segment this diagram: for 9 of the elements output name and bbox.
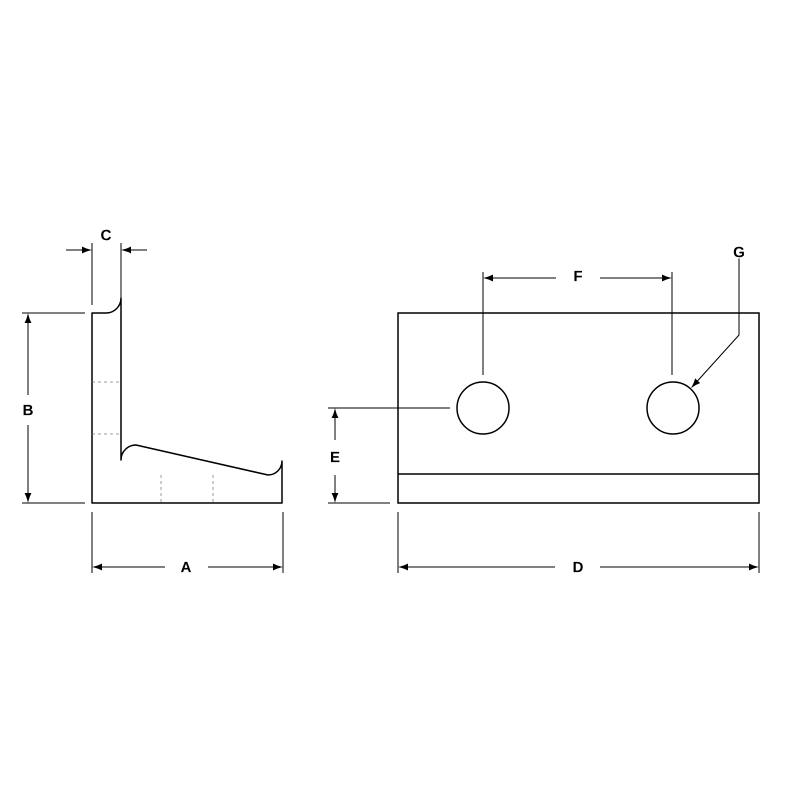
dimension-label: E: [331, 452, 340, 462]
dimension-label: A: [180, 562, 192, 572]
dimension-label: D: [574, 562, 583, 572]
hole-circle: [646, 381, 700, 435]
dimension-label: F: [574, 270, 582, 282]
dimension-label: B: [24, 404, 33, 416]
callout-letter: G: [734, 246, 744, 258]
leader-line: [692, 258, 740, 388]
dimension-label: C: [101, 230, 111, 240]
